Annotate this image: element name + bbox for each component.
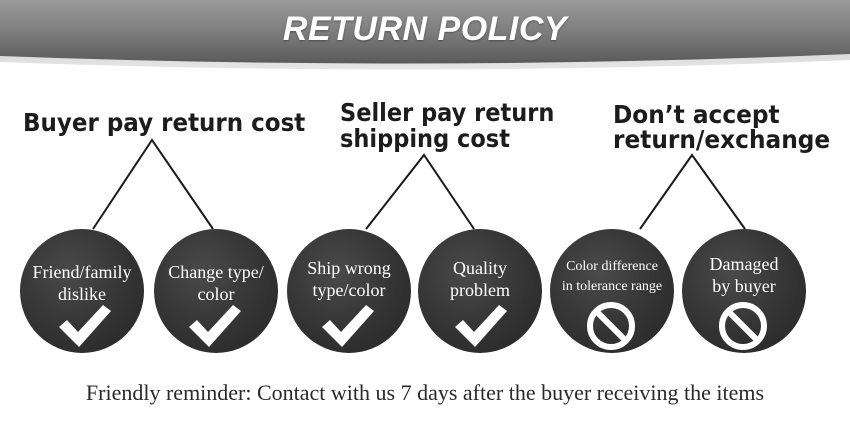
check-icon	[455, 305, 507, 347]
heading-dont-accept: Don’t accept return/exchange	[613, 102, 830, 152]
heading-line: shipping cost	[340, 124, 510, 153]
circle-label: Color difference in tolerance range	[561, 259, 663, 294]
circle-label: Ship wrong type/color	[307, 258, 391, 300]
heading-buyer-pay: Buyer pay return cost	[23, 110, 305, 136]
connector-group-1	[92, 138, 214, 230]
circle-damaged-by-buyer: Damaged by buyer	[682, 229, 806, 353]
circle-color-difference: Color difference in tolerance range	[550, 229, 674, 353]
heading-line: Don’t accept	[613, 100, 780, 129]
no-entry-icon	[719, 302, 767, 350]
connector-group-3	[639, 153, 746, 230]
check-icon	[59, 305, 111, 347]
banner: RETURN POLICY	[0, 0, 850, 72]
circle-friend-family-dislike: Friend/family dislike	[20, 229, 144, 353]
check-icon	[189, 305, 241, 347]
circle-ship-wrong-type-color: Ship wrong type/color	[287, 229, 411, 353]
connector-group-2	[365, 153, 475, 230]
circle-label: Friend/family dislike	[32, 262, 132, 304]
banner-title: RETURN POLICY	[282, 10, 568, 48]
heading-seller-pay: Seller pay return shipping cost	[340, 100, 554, 152]
heading-line: return/exchange	[613, 125, 831, 154]
circle-change-type-color: Change type/ color	[154, 229, 278, 353]
circle-quality-problem: Quality problem	[418, 229, 542, 353]
circle-label: Change type/ color	[168, 262, 264, 304]
circle-label: Damaged by buyer	[709, 254, 779, 296]
check-icon	[322, 305, 374, 347]
no-entry-icon	[587, 302, 635, 350]
heading-line: Seller pay return	[340, 98, 555, 127]
friendly-reminder: Friendly reminder: Contact with us 7 day…	[85, 380, 765, 405]
heading-line: Buyer pay return cost	[23, 108, 306, 137]
circle-label: Quality problem	[450, 258, 510, 300]
